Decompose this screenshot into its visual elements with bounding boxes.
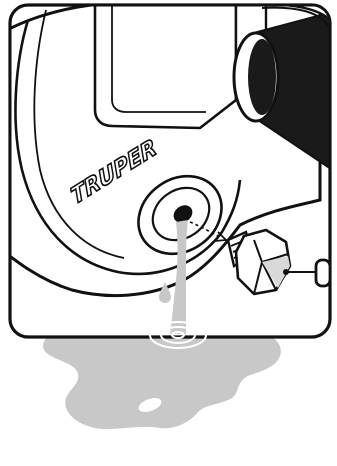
shaft-end-face [248, 39, 276, 115]
callout-dot [283, 269, 289, 275]
callout-bubble [316, 260, 330, 286]
